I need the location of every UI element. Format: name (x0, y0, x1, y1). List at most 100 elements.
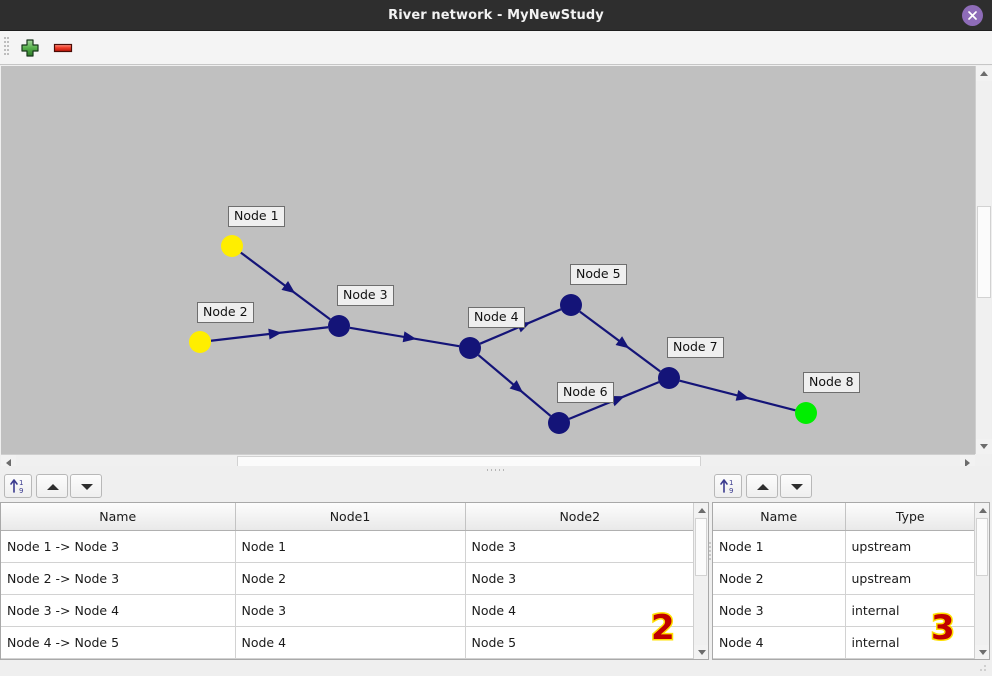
table-cell[interactable]: Node 4 -> Node 5 (1, 626, 236, 659)
network-graph-panel: Node 1 Node 2 Node 3 Node 4 Node 5 Node 6 Node… (1, 66, 992, 470)
column-header-name[interactable]: Name (713, 503, 846, 531)
graph-node-label-n8[interactable]: Node 8 (803, 372, 860, 393)
graph-edge-arrow (610, 396, 625, 407)
move-up-icon[interactable] (36, 474, 68, 498)
table-cell[interactable]: Node 4 (235, 626, 466, 659)
column-header-node2[interactable]: Node2 (465, 503, 695, 531)
table-cell[interactable]: internal (845, 594, 976, 627)
table-cell[interactable]: upstream (845, 530, 976, 563)
graph-edge-arrow (615, 336, 630, 349)
nodes-scroll-up-button[interactable] (975, 503, 989, 517)
graph-node-label-n2[interactable]: Node 2 (197, 302, 254, 323)
table-cell[interactable]: Node 3 (713, 594, 846, 627)
column-header-type[interactable]: Type (845, 503, 976, 531)
table-cell[interactable]: Node 2 (235, 562, 466, 595)
table-cell[interactable]: Node 2 -> Node 3 (1, 562, 236, 595)
table-cell[interactable] (713, 658, 846, 659)
table-cell[interactable]: Node 3 (235, 594, 466, 627)
table-cell[interactable] (235, 658, 466, 659)
graph-edge-arrow (735, 390, 750, 401)
table-cell[interactable]: upstream (845, 562, 976, 595)
table-cell[interactable]: Node 3 (465, 530, 695, 563)
graph-edge-arrow (509, 380, 524, 393)
graph-node-n8[interactable] (795, 402, 817, 424)
graph-vertical-scroll-thumb[interactable] (977, 206, 991, 298)
table-cell[interactable] (465, 658, 695, 659)
nodes-scroll-down-button[interactable] (975, 645, 989, 659)
move-up-icon[interactable] (746, 474, 778, 498)
title-bar: River network - MyNewStudy (0, 0, 992, 31)
table-cell[interactable]: Node 4 (713, 626, 846, 659)
graph-scroll-down-button[interactable] (976, 439, 992, 454)
table-row[interactable] (1, 658, 695, 659)
nodes-table-scrollbar[interactable] (974, 503, 989, 659)
sort-icon[interactable]: 1 9 (714, 474, 742, 498)
table-cell[interactable]: Node 1 (235, 530, 466, 563)
graph-node-label-n4[interactable]: Node 4 (468, 307, 525, 328)
svg-text:1: 1 (19, 479, 23, 487)
graph-node-label-n6[interactable]: Node 6 (557, 382, 614, 403)
svg-text:9: 9 (19, 487, 23, 495)
reaches-scroll-up-button[interactable] (694, 503, 708, 517)
close-icon[interactable] (962, 5, 983, 26)
graph-node-n6[interactable] (548, 412, 570, 434)
reaches-toolbar: 1 9 (0, 472, 711, 502)
graph-node-n2[interactable] (189, 331, 211, 353)
graph-vertical-scrollbar[interactable] (975, 66, 992, 454)
table-cell[interactable]: Node 3 (465, 562, 695, 595)
table-cell[interactable]: Node 2 (713, 562, 846, 595)
resize-grip[interactable] (980, 665, 988, 673)
vertical-splitter[interactable] (708, 472, 712, 668)
graph-node-n4[interactable] (459, 337, 481, 359)
graph-edge-arrow (281, 281, 296, 294)
add-node-icon[interactable] (17, 35, 43, 61)
column-header-name[interactable]: Name (1, 503, 236, 531)
column-header-node1[interactable]: Node1 (235, 503, 466, 531)
move-down-icon[interactable] (780, 474, 812, 498)
graph-node-n5[interactable] (560, 294, 582, 316)
graph-node-label-n5[interactable]: Node 5 (570, 264, 627, 285)
graph-scroll-up-button[interactable] (976, 66, 992, 81)
graph-node-n7[interactable] (658, 367, 680, 389)
network-graph-svg (189, 235, 817, 434)
graph-node-label-n7[interactable]: Node 7 (667, 337, 724, 358)
table-cell[interactable]: Node 1 (713, 530, 846, 563)
table-cell[interactable] (1, 658, 236, 659)
move-down-icon[interactable] (70, 474, 102, 498)
graph-node-n1[interactable] (221, 235, 243, 257)
toolbar-grip[interactable] (4, 37, 9, 59)
network-graph-canvas[interactable]: Node 1 Node 2 Node 3 Node 4 Node 5 Node 6 Node… (1, 66, 975, 454)
table-row[interactable] (713, 658, 976, 659)
sort-icon[interactable]: 1 9 (4, 474, 32, 498)
graph-node-n3[interactable] (328, 315, 350, 337)
table-cell[interactable]: Node 1 -> Node 3 (1, 530, 236, 563)
reaches-scroll-down-button[interactable] (694, 645, 708, 659)
horizontal-splitter[interactable] (1, 466, 991, 474)
table-cell[interactable] (845, 658, 976, 659)
window-title: River network - MyNewStudy (388, 8, 604, 23)
delete-node-icon[interactable] (50, 35, 76, 61)
reaches-scroll-thumb[interactable] (695, 518, 707, 576)
table-cell[interactable]: internal (845, 626, 976, 659)
nodes-scroll-thumb[interactable] (976, 518, 988, 576)
graph-node-label-n1[interactable]: Node 1 (228, 206, 285, 227)
graph-edge-arrow (268, 328, 282, 340)
reaches-table-scrollbar[interactable] (693, 503, 708, 659)
table-cell[interactable]: Node 4 (465, 594, 695, 627)
graph-node-label-n3[interactable]: Node 3 (337, 285, 394, 306)
table-cell[interactable]: Node 3 -> Node 4 (1, 594, 236, 627)
